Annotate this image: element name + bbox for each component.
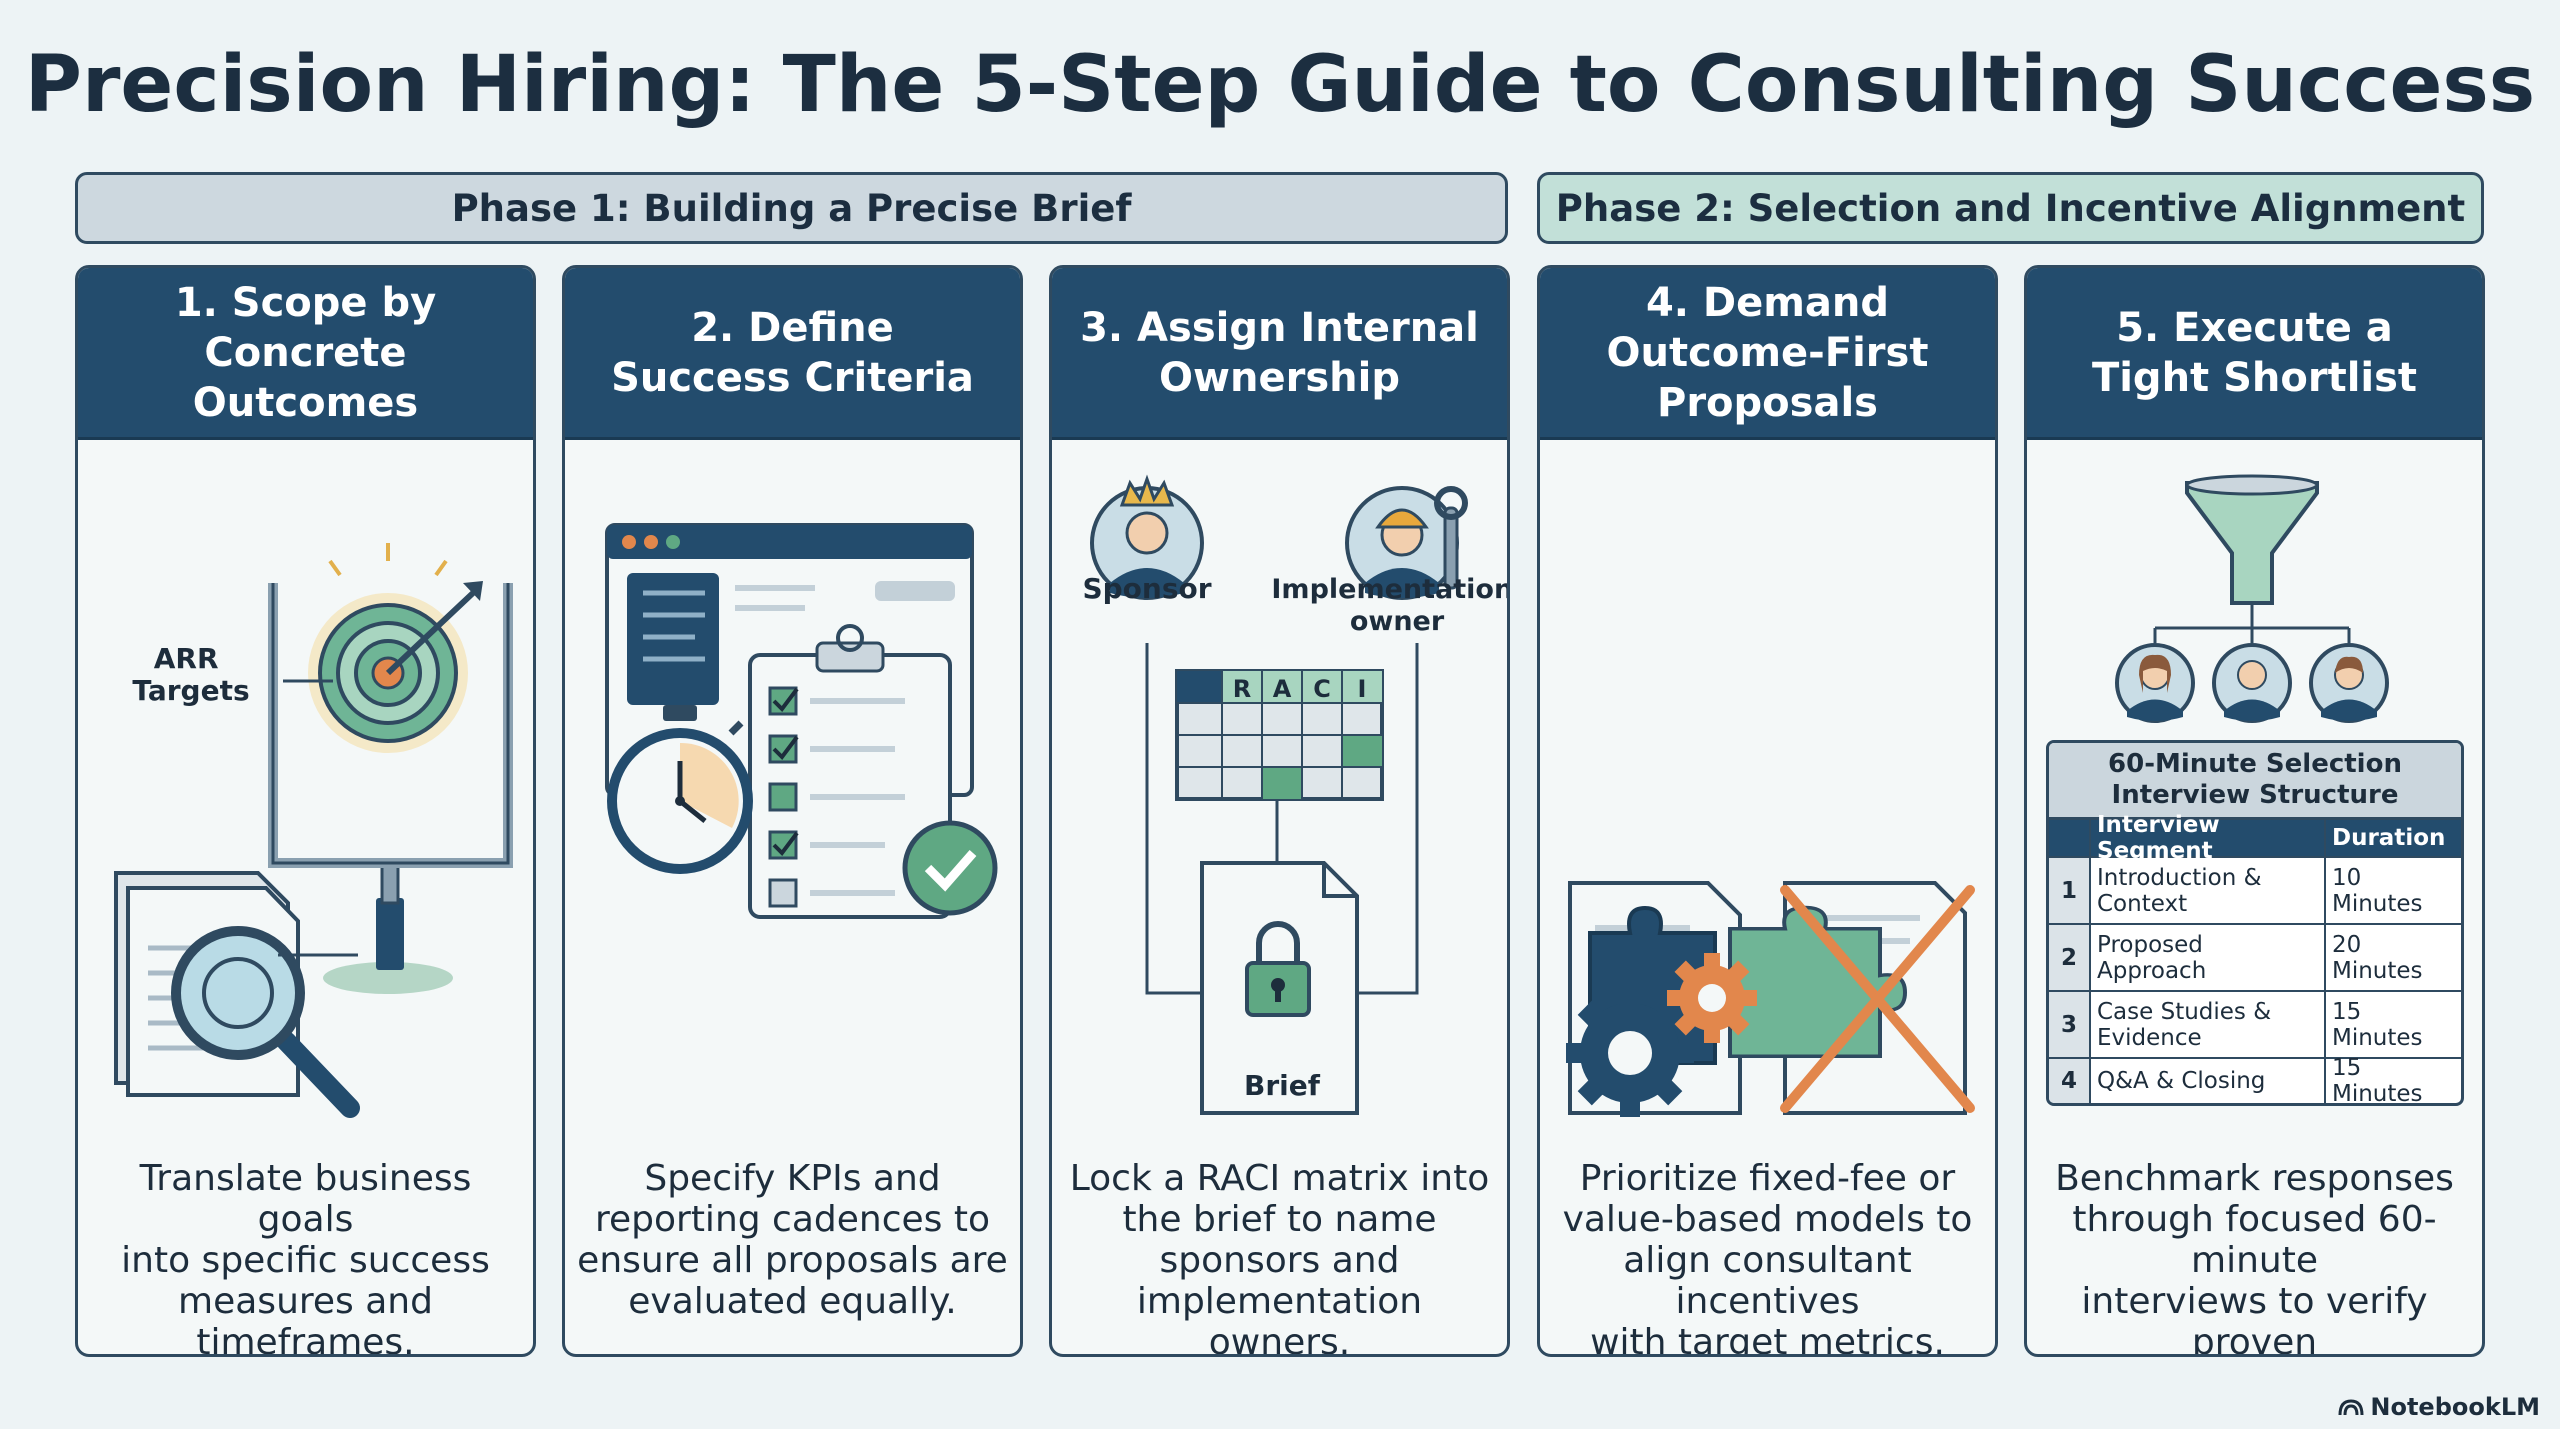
implementation-owner-avatar-icon [1345, 486, 1468, 600]
notebooklm-watermark: NotebookLM [2338, 1393, 2540, 1421]
table-row-segment: Proposed Approach [2091, 925, 2326, 992]
step-2-description: Specify KPIs and reporting cadences to e… [577, 1158, 1008, 1322]
step-1-header: 1. Scope by Concrete Outcomes [78, 268, 533, 440]
candidate-avatar-icon-1 [2115, 643, 2195, 723]
table-row-duration: 15 Minutes [2332, 1055, 2423, 1106]
step-3-header: 3. Assign Internal Ownership [1052, 268, 1507, 440]
step-5-card: 5. Execute a Tight Shortlist [2024, 265, 2485, 1357]
table-header-num [2049, 820, 2091, 858]
table-row-num: 4 [2049, 1059, 2091, 1103]
check-circle-icon [902, 820, 998, 916]
interview-table-title: 60-Minute Selection Interview Structure [2049, 743, 2461, 820]
step-3-card: 3. Assign Internal Ownership Sponsor Imp… [1049, 265, 1510, 1357]
puzzle-proposal-illustration [1566, 881, 1975, 1117]
table-row-num: 3 [2049, 992, 2091, 1059]
document-magnifier-icon [114, 871, 360, 1118]
arr-targets-line-1: ARR [154, 642, 219, 675]
raci-ownership-illustration: Sponsor Implementation owner [1082, 474, 1507, 1115]
step-3-description: Lock a RACI matrix into the brief to nam… [1069, 1158, 1490, 1357]
table-row-num: 2 [2049, 925, 2091, 992]
target-magnifier-illustration: ARR Targets [114, 543, 513, 1118]
table-header-segment: Interview Segment [2091, 812, 2326, 864]
arr-targets-line-2: Targets [132, 674, 249, 707]
step-1-description: Translate business goals into specific s… [121, 1158, 490, 1357]
page-title: Precision Hiring: The 5-Step Guide to Co… [24, 40, 2536, 130]
candidate-avatar-icon-3 [2309, 643, 2389, 723]
table-row-duration: 15 Minutes [2326, 992, 2461, 1059]
dashboard-checklist-illustration [605, 523, 998, 919]
target-icon [268, 543, 513, 994]
sponsor-avatar-icon [1090, 474, 1204, 600]
connector-lines [1145, 643, 1419, 995]
owner-label-line-2: owner [1350, 606, 1445, 637]
cross-mark-icon [1780, 885, 1975, 1113]
stopwatch-icon [607, 705, 753, 874]
raci-letter-c: C [1313, 675, 1331, 703]
raci-letter-i: I [1358, 675, 1367, 703]
phase-1-banner: Phase 1: Building a Precise Brief [75, 172, 1508, 244]
table-row-num: 1 [2049, 858, 2091, 925]
notebooklm-logo-icon [2338, 1399, 2364, 1416]
step-5-description: Benchmark responses through focused 60-m… [2055, 1158, 2454, 1357]
arr-targets-label: ARR Targets [132, 642, 249, 707]
interview-table-grid: Interview Segment Duration 1 Introductio… [2049, 812, 2461, 1106]
table-header-duration: Duration [2326, 820, 2461, 858]
sponsor-label: Sponsor [1082, 572, 1211, 605]
brief-document-lock-icon [1200, 861, 1359, 1115]
step-2-header: 2. Define Success Criteria [565, 268, 1020, 440]
owner-label-line-1: Implementation [1271, 574, 1507, 605]
step-4-header: 4. Demand Outcome-First Proposals [1540, 268, 1995, 440]
gear-orange-icon [1667, 953, 1757, 1043]
raci-letter-a: A [1273, 675, 1292, 703]
interview-structure-table: 60-Minute Selection Interview Structure … [2046, 740, 2464, 1106]
implementation-owner-label: Implementation owner [1271, 574, 1507, 637]
gear-navy-icon [1566, 989, 1694, 1117]
table-row-segment: Q&A & Closing [2091, 1059, 2326, 1103]
funnel-shortlist-illustration [2115, 474, 2389, 723]
candidate-avatar-icon-2 [2212, 643, 2292, 723]
step-5-heading: 5. Execute a Tight Shortlist [2091, 304, 2418, 401]
brief-label: Brief [1244, 1069, 1321, 1102]
phase-2-banner: Phase 2: Selection and Incentive Alignme… [1537, 172, 2484, 244]
raci-letter-r: R [1233, 675, 1251, 703]
step-1-card: 1. Scope by Concrete Outcomes ARR Target… [75, 265, 536, 1357]
funnel-icon [2185, 474, 2319, 605]
step-5-header: 5. Execute a Tight Shortlist [2027, 268, 2482, 440]
raci-matrix-icon: R A C I [1175, 669, 1384, 801]
step-4-heading: 4. Demand Outcome-First Proposals [1606, 279, 1929, 426]
step-1-heading: 1. Scope by Concrete Outcomes [174, 279, 437, 426]
step-4-description: Prioritize fixed-fee or value-based mode… [1562, 1158, 1973, 1357]
step-4-card: 4. Demand Outcome-First Proposals [1537, 265, 1998, 1357]
funnel-connectors [2153, 603, 2351, 643]
step-2-card: 2. Define Success Criteria [562, 265, 1023, 1357]
table-row-segment: Introduction & Context [2091, 858, 2326, 925]
table-row-duration: 20 Minutes [2326, 925, 2461, 992]
watermark-text: NotebookLM [2370, 1393, 2540, 1421]
table-row-segment: Case Studies & Evidence [2091, 992, 2326, 1059]
step-2-heading: 2. Define Success Criteria [611, 304, 974, 401]
step-3-heading: 3. Assign Internal Ownership [1080, 304, 1479, 401]
table-row-duration: 10 Minutes [2326, 858, 2461, 925]
